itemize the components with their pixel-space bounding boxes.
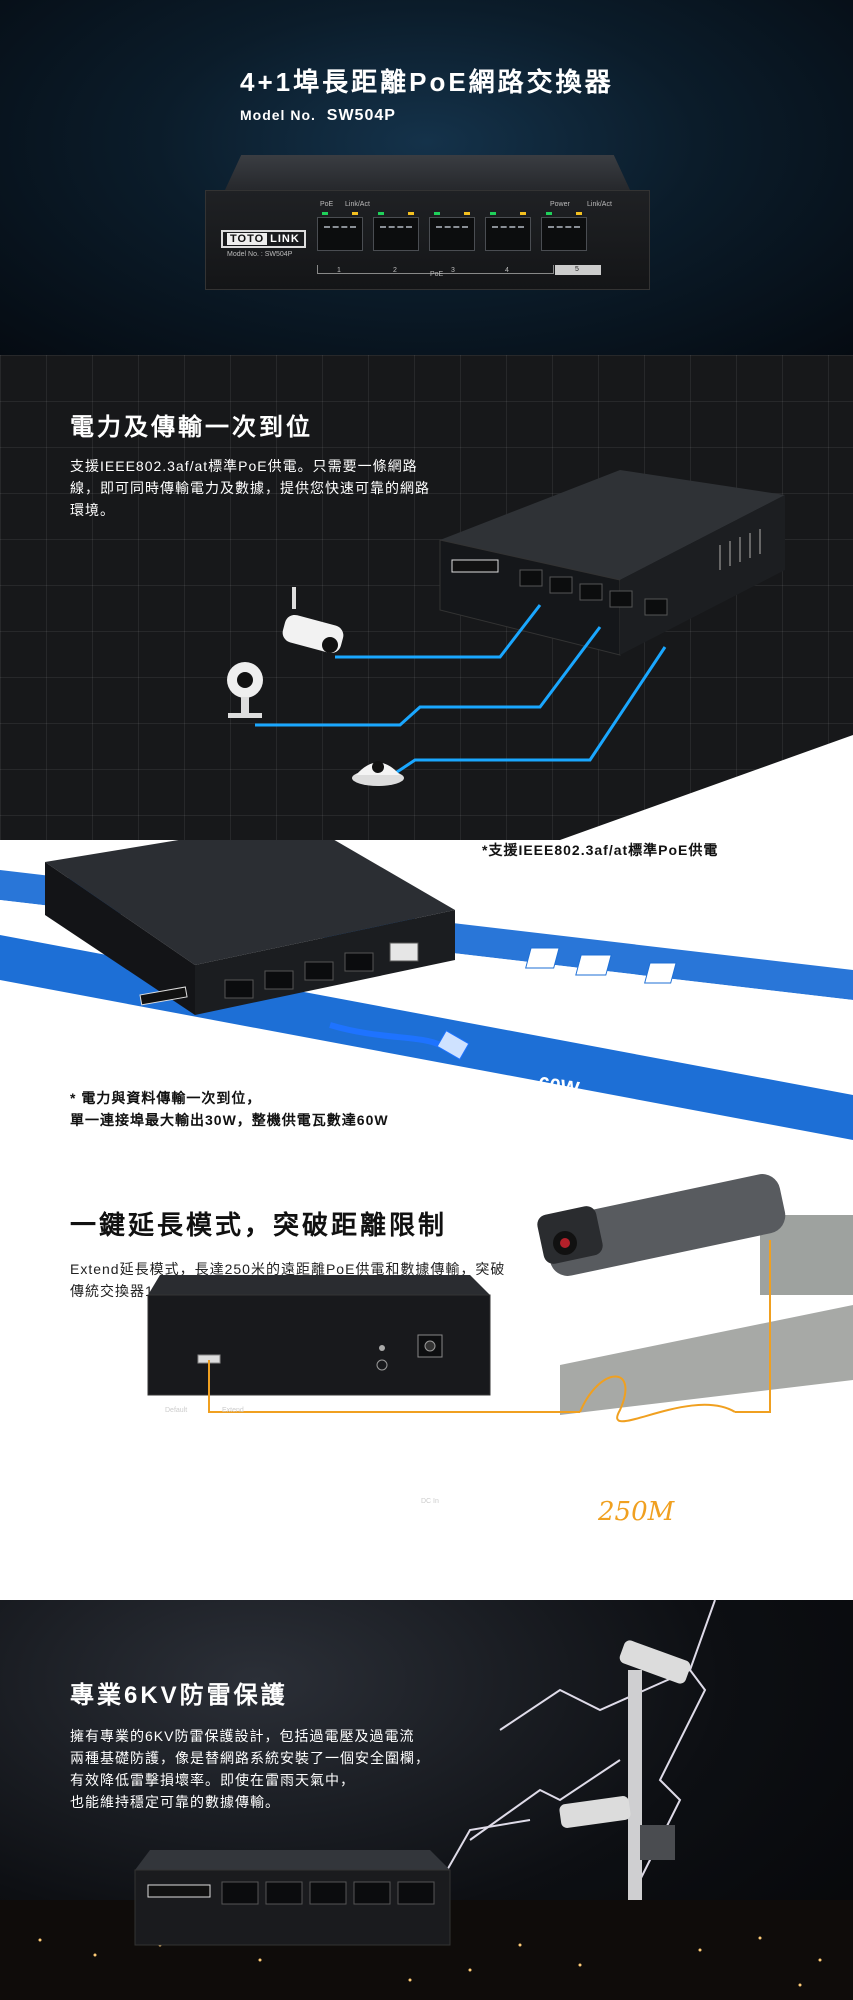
port-number: 5 [575,266,579,273]
ethernet-port [541,212,587,251]
mail-icon [525,947,560,969]
wattage-section: *支援IEEE802.3af/at標準PoE供電 60W * 電力與資料傳輸一次… [0,840,853,1155]
logo-mark [147,1884,211,1898]
product-title: 4+1埠長距離PoE網路交換器 [240,67,614,97]
power-heading: 電力及傳輸一次到位 [70,414,313,441]
port-number: 2 [393,267,397,274]
wattage-caption-line2: 單一連接埠最大輸出30W，整機供電瓦數達60W [70,1112,389,1128]
link-act-label: Link/Act [345,201,370,208]
surge-heading: 專業6KV防雷保護 [70,1682,288,1709]
wattage-caption-line1: * 電力與資料傳輸一次到位， [70,1090,262,1106]
surge-body: 擁有專業的6KV防雷保護設計，包括過電壓及過電流 兩種基礎防護，像是替網路系統安… [70,1725,490,1813]
logo-text-b: LINK [270,233,300,245]
switch-product-front [134,1869,451,1946]
ethernet-port [317,212,363,251]
extend-label: Extend [222,1407,244,1414]
poe-label: PoE [320,201,334,208]
logo-mark [451,559,499,573]
surge-section: 專業6KV防雷保護 擁有專業的6KV防雷保護設計，包括過電壓及過電流 兩種基礎防… [0,1600,853,2000]
ieee-caption: *支援IEEE802.3af/at標準PoE供電 [482,842,719,858]
model-number: Model No. SW504P [240,107,396,125]
power-section: 電力及傳輸一次到位 支援IEEE802.3af/at標準PoE供電。只需要一條網… [0,355,853,840]
poe-illustration [227,470,785,786]
extend-section: 一鍵延長模式，突破距離限制 Extend延長模式，長達250米的遠距離PoE供電… [0,1155,853,1600]
ethernet-port [485,212,531,251]
switch-model-label: Model No. : SW504P [227,251,293,258]
power-label: Power [550,201,570,208]
image-icon [644,962,677,984]
film-icon [575,954,612,976]
surge-line2: 兩種基礎防護，像是替網路系統安裝了一個安全圍欄， [70,1750,430,1766]
lightning-illustration [0,1600,853,2000]
extend-illustration [147,1174,853,1423]
link-act-label-2: Link/Act [587,201,612,208]
security-camera-icon [537,1174,853,1415]
media-icons [525,947,677,984]
model-value: SW504P [326,107,396,124]
default-label: Default [165,1407,188,1414]
logo-mark [139,986,188,1006]
surge-line4: 也能維持穩定可靠的數據傳輸。 [70,1794,280,1810]
port-number: 1 [337,267,341,274]
dome-camera-icon [352,761,404,786]
dc-in-label: DC In [421,1498,439,1505]
pole-camera-icon [619,1640,691,1684]
blue-band-illustration [0,840,853,1140]
model-label: Model No. [240,107,316,123]
poe-group-label: PoE [430,271,444,278]
cube-camera-icon [227,662,263,718]
power-body: 支援IEEE802.3af/at標準PoE供電。只需要一條網路線，即可同時傳輸電… [70,458,430,518]
extend-heading: 一鍵延長模式，突破距離限制 [70,1210,448,1240]
surge-line3: 有效降低雷擊損壞率。即使在雷雨天氣中， [70,1772,355,1788]
port-number: 3 [451,267,455,274]
bullet-camera-icon [282,587,344,654]
port-row [317,212,587,251]
pole-camera-icon [559,1796,631,1828]
distance-script: 250M [598,1497,675,1527]
logo-text-a: TOTO [227,233,268,245]
section-divider [560,735,853,840]
ethernet-port [429,212,475,251]
rj45-plug-icon [436,1030,470,1060]
surge-line1: 擁有專業的6KV防雷保護設計，包括過電壓及過電流 [70,1728,415,1744]
wattage-caption: * 電力與資料傳輸一次到位， 單一連接埠最大輸出30W，整機供電瓦數達60W [70,1087,389,1131]
ethernet-port [373,212,419,251]
port-number: 4 [505,267,509,274]
